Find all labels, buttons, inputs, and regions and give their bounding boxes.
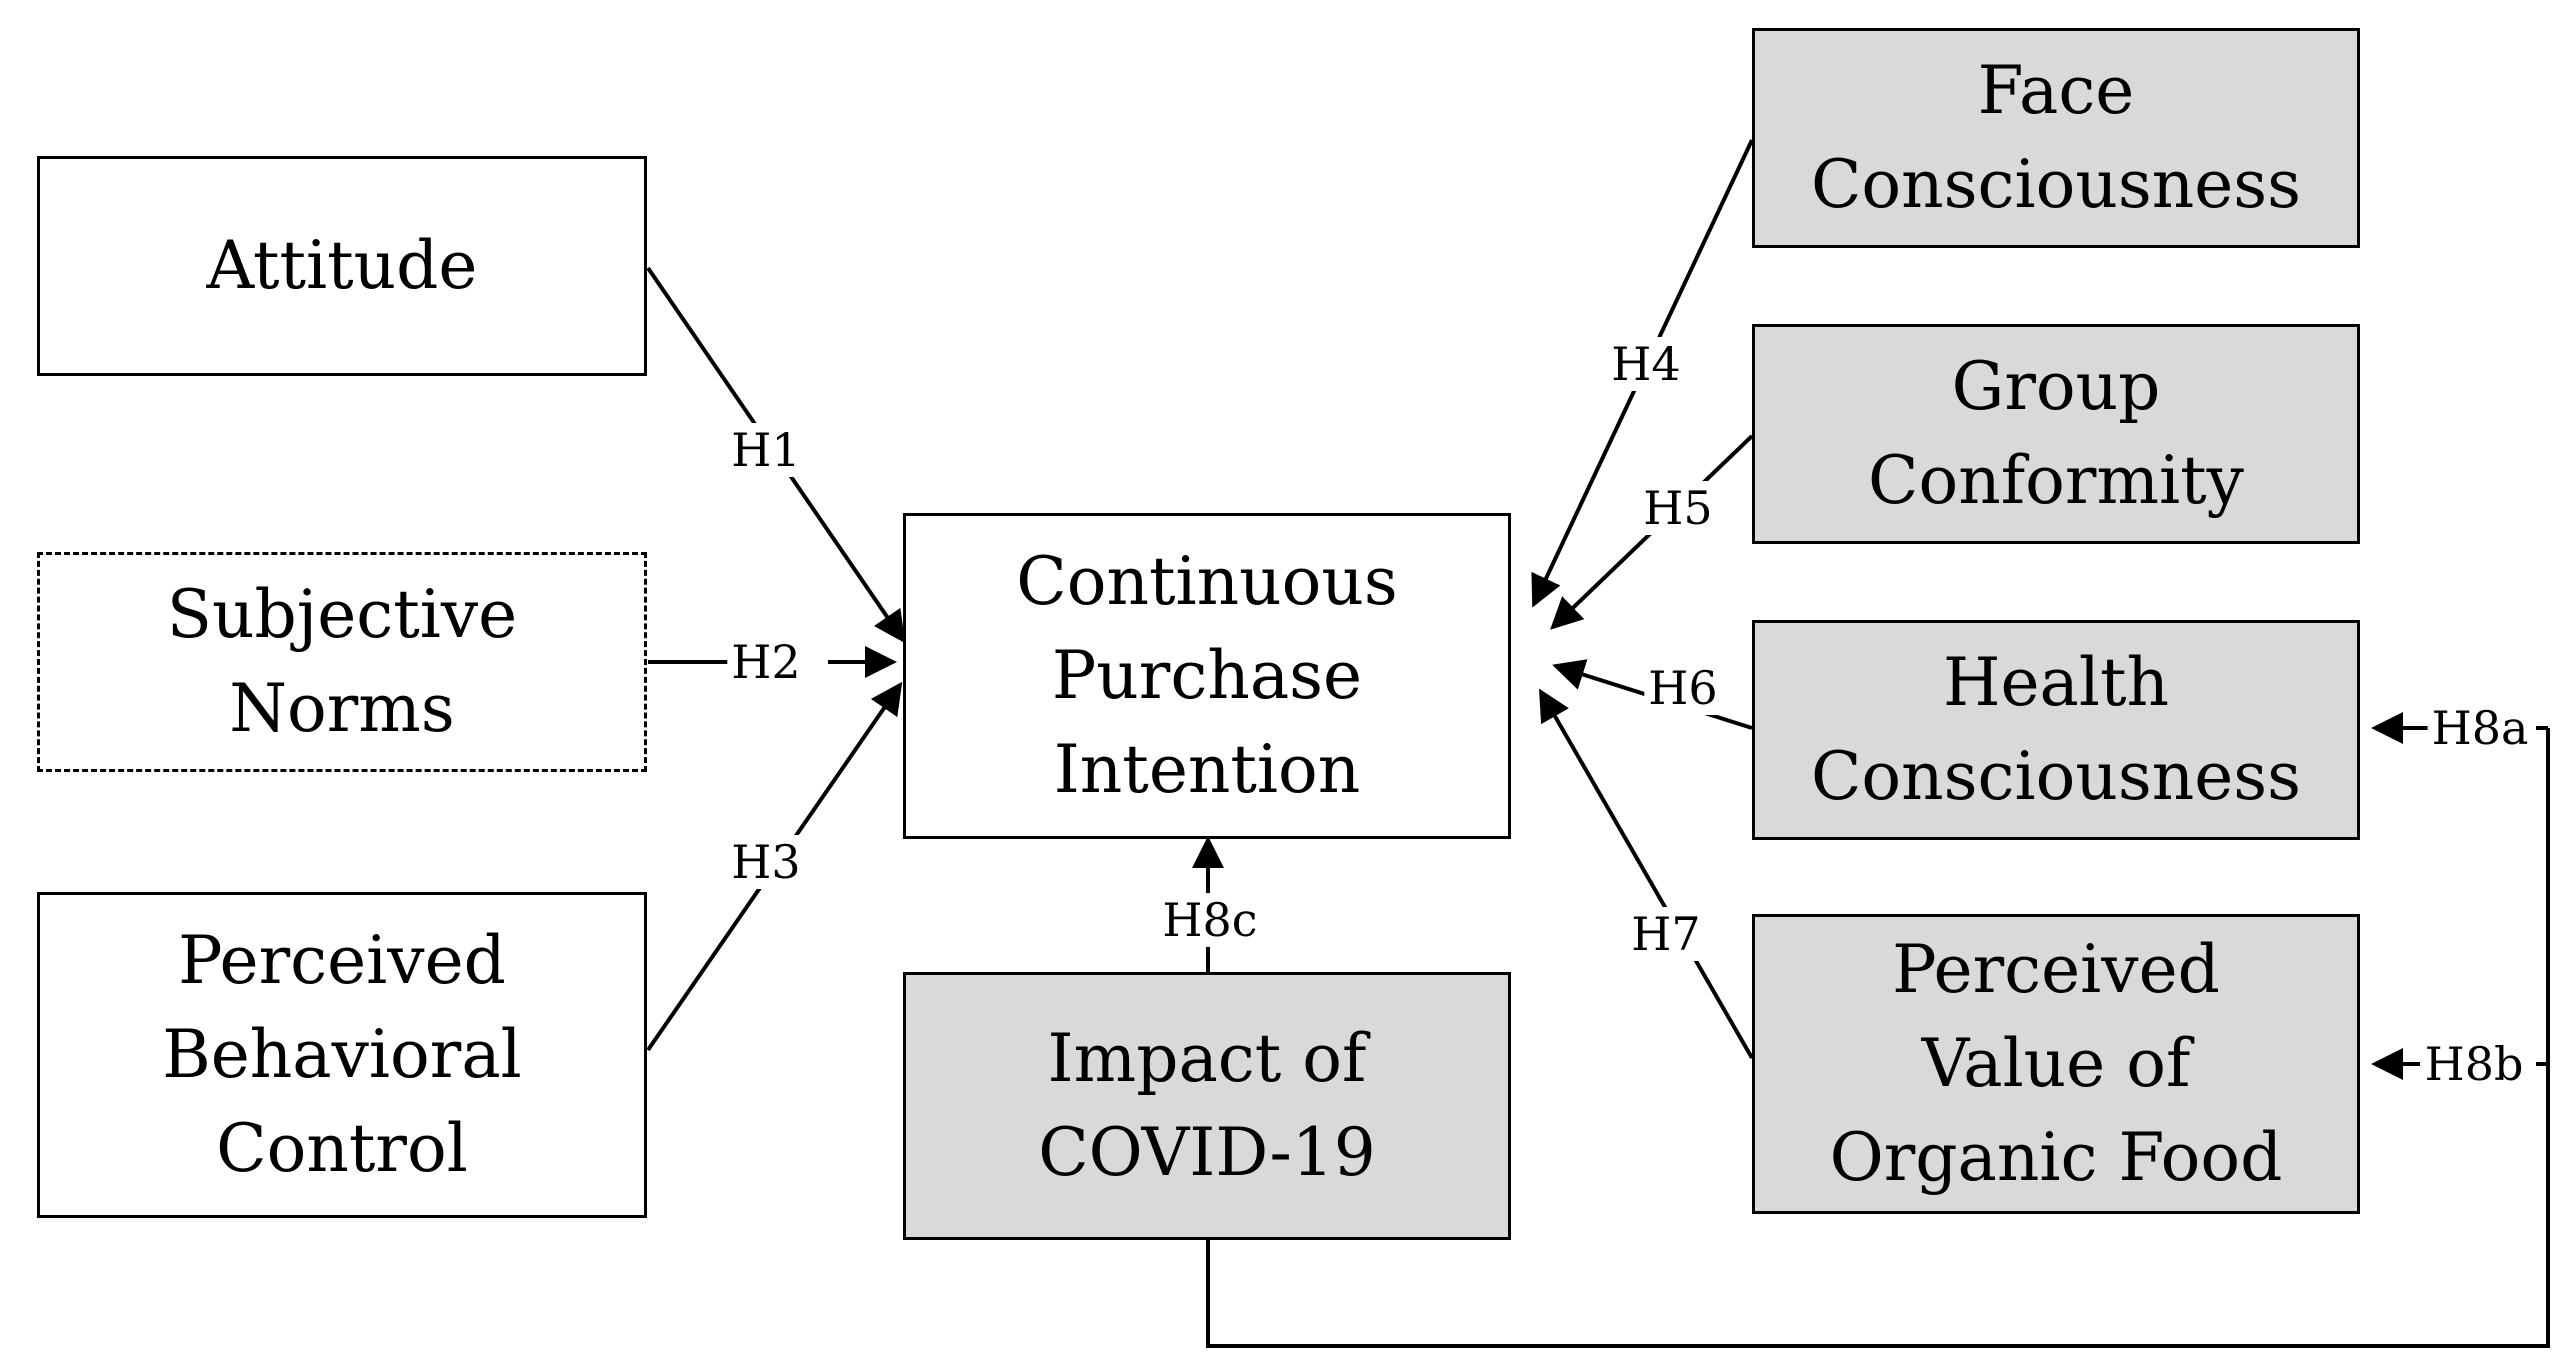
covid-line-1: Impact of bbox=[1047, 1020, 1367, 1097]
face-line-2: Consciousness bbox=[1810, 146, 2302, 223]
health-line-1: Health bbox=[1942, 644, 2170, 721]
subjective-norms-line-2: Norms bbox=[229, 670, 455, 747]
hypothesis-h7-label: H7 bbox=[1627, 907, 1705, 961]
hypothesis-h8c-label: H8c bbox=[1158, 893, 1262, 947]
face-consciousness-box: Face Consciousness bbox=[1752, 28, 2360, 248]
hypothesis-h3-label: H3 bbox=[727, 835, 805, 889]
pbc-line-2: Behavioral bbox=[162, 1016, 522, 1093]
pbc-line-3: Control bbox=[216, 1110, 468, 1187]
hypothesis-h8b-label: H8b bbox=[2420, 1037, 2528, 1091]
value-line-2: Value of bbox=[1921, 1025, 2191, 1102]
cpi-line-2: Purchase bbox=[1051, 637, 1363, 714]
hypothesis-h6-label: H6 bbox=[1644, 661, 1722, 715]
hypothesis-h2-label: H2 bbox=[727, 635, 805, 689]
perceived-behavioral-control-box: Perceived Behavioral Control bbox=[37, 892, 647, 1218]
value-line-1: Perceived bbox=[1892, 931, 2220, 1008]
group-conformity-box: Group Conformity bbox=[1752, 324, 2360, 544]
path-h7 bbox=[1539, 688, 1754, 1059]
covid-line-2: COVID-19 bbox=[1038, 1114, 1376, 1191]
health-consciousness-box: Health Consciousness bbox=[1752, 620, 2360, 840]
subjective-norms-line-1: Subjective bbox=[166, 576, 518, 653]
health-line-2: Consciousness bbox=[1810, 738, 2302, 815]
hypothesis-h5-label: H5 bbox=[1639, 481, 1717, 535]
pbc-line-1: Perceived bbox=[178, 922, 506, 999]
continuous-purchase-intention-box: Continuous Purchase Intention bbox=[903, 513, 1511, 839]
value-line-3: Organic Food bbox=[1829, 1119, 2283, 1196]
perceived-value-of-organic-food-box: Perceived Value of Organic Food bbox=[1752, 914, 2360, 1214]
attitude-label: Attitude bbox=[206, 227, 478, 304]
impact-of-covid-19-box: Impact of COVID-19 bbox=[903, 972, 1511, 1240]
face-line-1: Face bbox=[1977, 52, 2135, 129]
subjective-norms-box: Subjective Norms bbox=[37, 552, 647, 772]
path-h8-bracket bbox=[1206, 728, 2550, 1348]
hypothesis-h8a-label: H8a bbox=[2427, 701, 2533, 755]
hypothesis-h4-label: H4 bbox=[1607, 337, 1685, 391]
attitude-box: Attitude bbox=[37, 156, 647, 376]
group-line-1: Group bbox=[1951, 348, 2161, 425]
cpi-line-1: Continuous bbox=[1016, 543, 1398, 620]
group-line-2: Conformity bbox=[1868, 442, 2244, 519]
cpi-line-3: Intention bbox=[1053, 731, 1361, 808]
hypothesis-h1-label: H1 bbox=[727, 423, 805, 477]
